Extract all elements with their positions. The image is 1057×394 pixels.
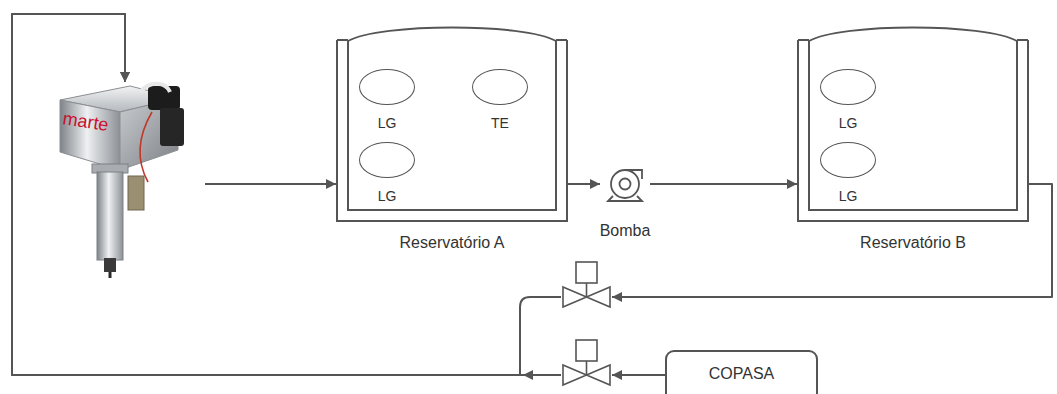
- instrument-tag: LG: [839, 115, 858, 131]
- tank-outer-wall: [337, 40, 567, 221]
- analyzer-device: [60, 84, 184, 278]
- arrow-head: [590, 179, 600, 189]
- solenoid-valve: [563, 340, 610, 385]
- solenoid-valve: [563, 262, 610, 307]
- actuator-body: [160, 108, 184, 146]
- pipe-line: [650, 183, 797, 185]
- arrow-head: [612, 292, 622, 302]
- device-front: [60, 100, 120, 170]
- white-hose: [140, 84, 170, 92]
- arrow-head: [612, 370, 622, 380]
- pump-impeller: [620, 179, 631, 190]
- valve-body: [563, 365, 587, 385]
- pump-outline: [600, 167, 650, 201]
- source-box: COPASA: [665, 350, 818, 394]
- pump-casing: [611, 170, 639, 198]
- instrument-tag: LG: [839, 188, 858, 204]
- flow-connector: [650, 179, 797, 189]
- side-box: [128, 176, 144, 210]
- valve-body: [587, 365, 611, 385]
- pipe-line: [12, 14, 561, 375]
- tank-outline: [797, 40, 1029, 222]
- tank-rim: [337, 39, 567, 41]
- instrument-bubble: LG: [820, 69, 876, 105]
- instrument-bubble: LG: [820, 142, 876, 178]
- flow-connector: [12, 14, 1052, 375]
- pipe-line: [12, 14, 561, 375]
- equipment-label: Reservatório A: [400, 233, 505, 253]
- analyzer-node: marte: [55, 82, 205, 280]
- pipe-line: [612, 184, 1052, 297]
- flow-connector: [568, 179, 600, 189]
- arrow-head: [787, 179, 797, 189]
- flow-connector: [12, 14, 665, 380]
- probe-end: [109, 272, 112, 278]
- valve-actuator: [576, 340, 597, 361]
- box-label: COPASA: [709, 364, 775, 384]
- reservoir-tank: Reservatório BLGLG: [797, 40, 1029, 222]
- arrow-head: [326, 179, 336, 189]
- equipment-label: Bomba: [600, 221, 651, 241]
- pipe-line: [205, 183, 336, 185]
- brand-logo: marte: [61, 108, 110, 135]
- probe-cylinder: [97, 172, 123, 260]
- valve-actuator: [576, 262, 597, 283]
- flow-connector: [205, 179, 336, 189]
- instrument-tag: TE: [491, 115, 509, 131]
- probe-tip: [104, 258, 116, 272]
- instrument-bubble: LG: [359, 142, 415, 178]
- instrument-bubble: TE: [472, 69, 528, 105]
- tank-inner-wall: [348, 40, 556, 210]
- tank-dome: [348, 28, 556, 42]
- arrow-head: [120, 72, 130, 82]
- valve-stem: [586, 361, 588, 375]
- equipment-label: Reservatório B: [860, 233, 966, 253]
- red-wire: [140, 112, 152, 182]
- arrow-head: [120, 72, 130, 82]
- arrow-head: [523, 370, 533, 380]
- actuator-head: [148, 86, 180, 110]
- valve-body: [563, 287, 587, 307]
- instrument-bubble: LG: [359, 69, 415, 105]
- valve-stem: [586, 283, 588, 297]
- instrument-tag: LG: [378, 188, 397, 204]
- tank-dome: [809, 28, 1017, 42]
- reservoir-tank: Reservatório ALGTELG: [336, 40, 568, 222]
- tank-outline: [336, 40, 568, 222]
- tank-inner-wall: [809, 40, 1017, 210]
- instrument-tag: LG: [378, 115, 397, 131]
- pump-symbol: Bomba: [600, 167, 650, 201]
- tank-outer-wall: [798, 40, 1028, 221]
- tank-rim: [798, 39, 1028, 41]
- valve-body: [587, 287, 611, 307]
